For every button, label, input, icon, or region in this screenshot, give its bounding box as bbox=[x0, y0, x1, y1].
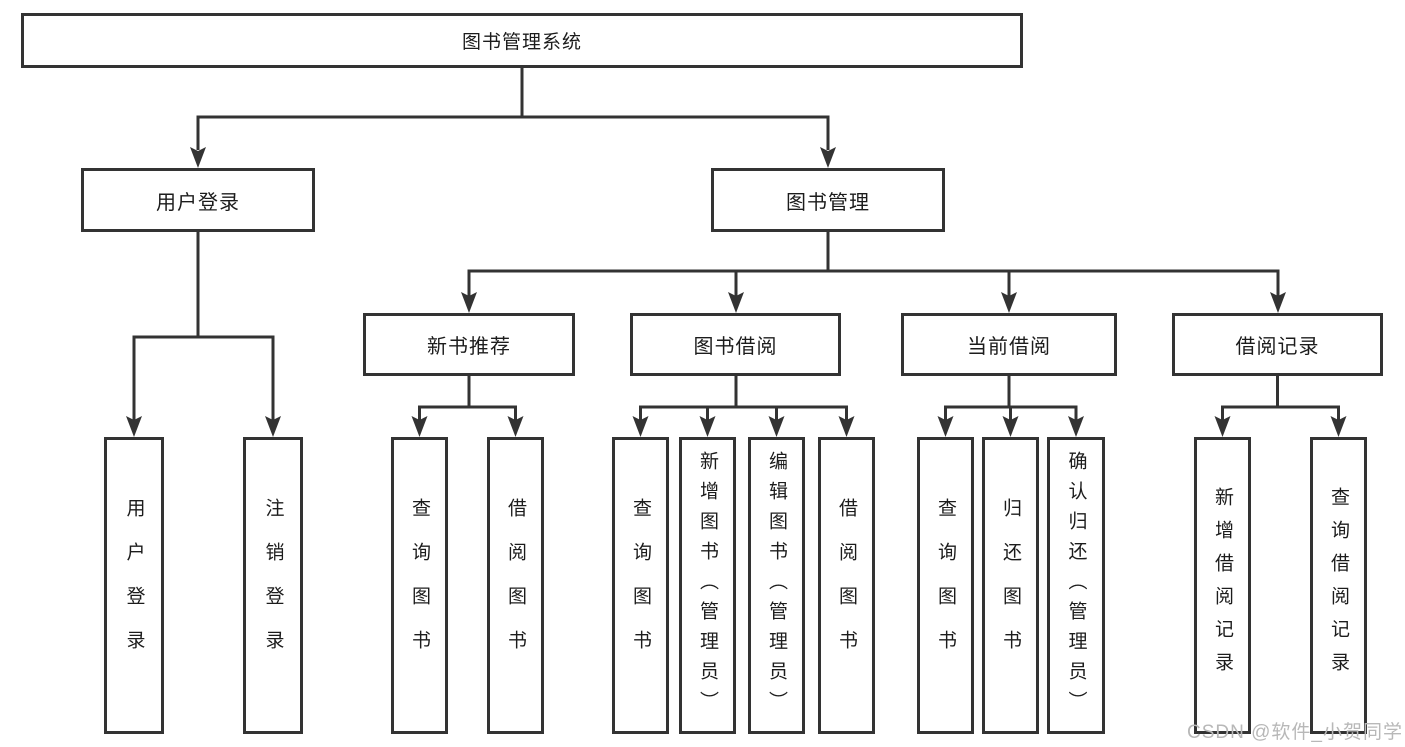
leaf-label: 借阅图书 bbox=[836, 497, 857, 674]
leaf-user-login: 用户登录 bbox=[104, 437, 164, 734]
edge-book-management bbox=[467, 232, 1280, 296]
edge-root bbox=[196, 68, 830, 150]
node-book-borrow: 图书借阅 bbox=[630, 313, 841, 376]
leaf-label: 用户登录 bbox=[123, 497, 145, 674]
node-label: 用户登录 bbox=[156, 191, 240, 214]
leaf-add-books-admin: 新增图书（管理员） bbox=[679, 437, 736, 734]
leaf-label: 查询图书 bbox=[409, 497, 430, 674]
leaf-query-borrow-record: 查询借阅记录 bbox=[1310, 437, 1367, 734]
edge-new-book bbox=[418, 376, 517, 420]
edge-borrow-records bbox=[1221, 376, 1340, 420]
edge-user-login bbox=[132, 232, 275, 420]
leaf-borrow-books: 借阅图书 bbox=[818, 437, 875, 734]
leaf-query-books-recommend: 查询图书 bbox=[391, 437, 448, 734]
node-user-login: 用户登录 bbox=[81, 168, 315, 232]
arrowheads bbox=[126, 147, 1347, 437]
leaf-query-books-current: 查询图书 bbox=[917, 437, 974, 734]
leaf-label: 新增借阅记录 bbox=[1212, 486, 1233, 685]
leaf-label: 确认归还（管理员） bbox=[1065, 450, 1087, 721]
node-label: 新书推荐 bbox=[427, 336, 511, 358]
node-current-borrow: 当前借阅 bbox=[901, 313, 1117, 376]
leaf-borrow-books-recommend: 借阅图书 bbox=[487, 437, 544, 734]
leaf-edit-books-admin: 编辑图书（管理员） bbox=[748, 437, 805, 734]
node-label: 图书借阅 bbox=[693, 336, 778, 358]
node-borrow-records: 借阅记录 bbox=[1172, 313, 1383, 376]
node-label: 借阅记录 bbox=[1235, 336, 1320, 358]
node-label: 图书管理 bbox=[786, 191, 870, 214]
leaf-return-books: 归还图书 bbox=[982, 437, 1039, 734]
leaf-label: 新增图书（管理员） bbox=[697, 450, 718, 721]
node-book-management: 图书管理 bbox=[711, 168, 945, 232]
leaf-label: 查询图书 bbox=[935, 497, 956, 674]
node-label: 当前借阅 bbox=[967, 336, 1051, 358]
leaf-logout: 注销登录 bbox=[243, 437, 303, 734]
leaf-add-borrow-record: 新增借阅记录 bbox=[1194, 437, 1251, 734]
leaf-confirm-return-admin: 确认归还（管理员） bbox=[1047, 437, 1105, 734]
node-library-system: 图书管理系统 bbox=[21, 13, 1023, 68]
node-new-book-recommend: 新书推荐 bbox=[363, 313, 575, 376]
leaf-label: 查询图书 bbox=[630, 497, 651, 674]
edge-book-borrow bbox=[639, 376, 848, 420]
leaf-label: 归还图书 bbox=[1000, 497, 1021, 674]
leaf-query-books-borrow: 查询图书 bbox=[612, 437, 669, 734]
leaf-label: 编辑图书（管理员） bbox=[766, 450, 787, 721]
leaf-label: 注销登录 bbox=[262, 497, 284, 674]
leaf-label: 借阅图书 bbox=[505, 497, 526, 674]
edge-current-borrow bbox=[944, 376, 1078, 420]
node-label: 图书管理系统 bbox=[461, 32, 582, 53]
leaf-label: 查询借阅记录 bbox=[1328, 486, 1349, 685]
